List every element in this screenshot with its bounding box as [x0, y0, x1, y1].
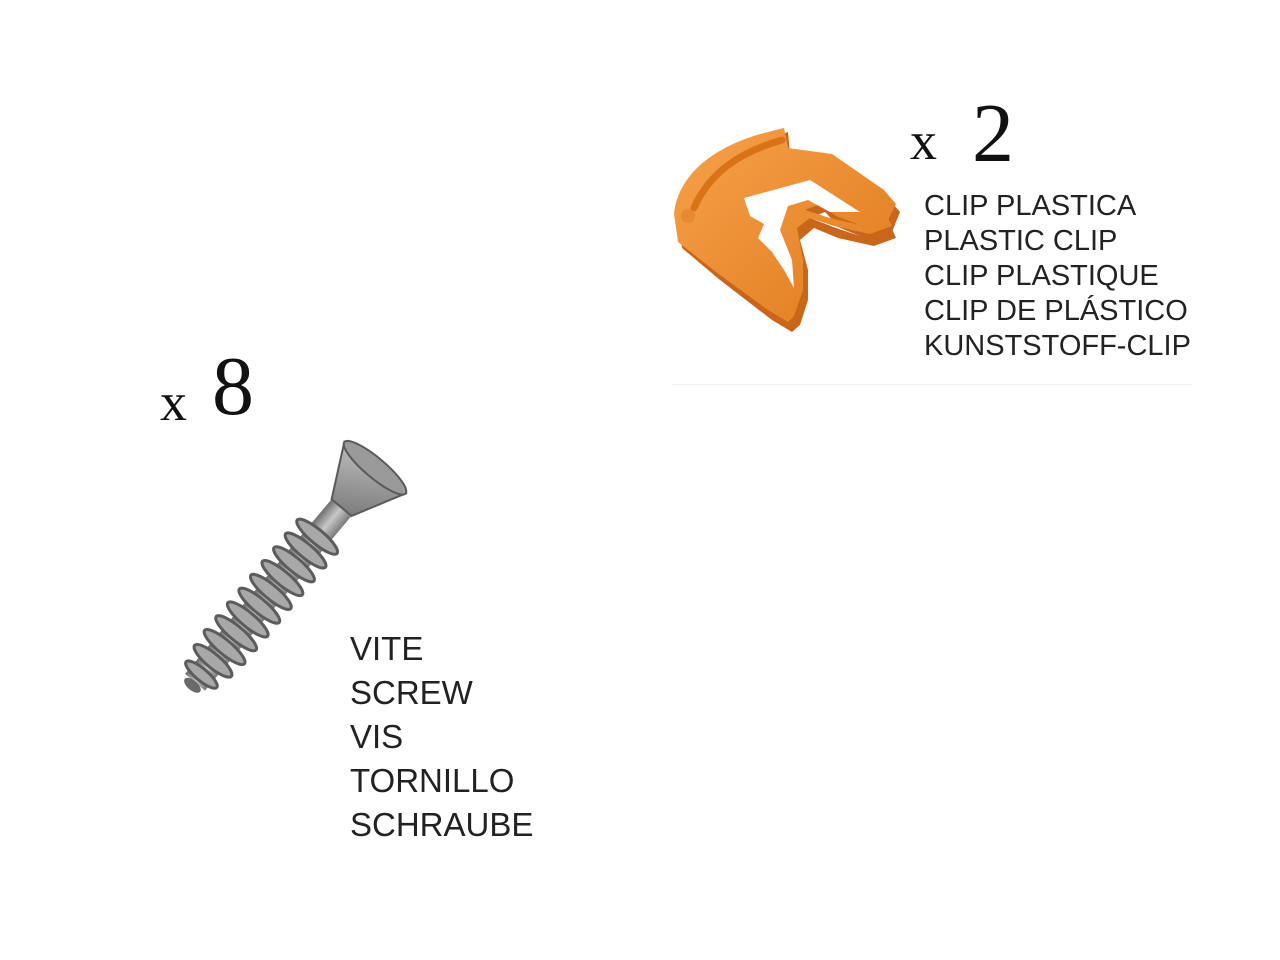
- clip-quantity-prefix: x: [910, 111, 937, 171]
- plastic-clip-icon: [674, 128, 900, 332]
- clip-label-de: KUNSTSTOFF-CLIP: [924, 330, 1191, 362]
- screw-icon: [184, 439, 408, 693]
- clip-quantity-number: 2: [972, 87, 1014, 180]
- clip-labels: CLIP PLASTICA PLASTIC CLIP CLIP PLASTIQU…: [924, 189, 1191, 364]
- screw-label-es: TORNILLO: [350, 762, 515, 799]
- clip-label-en: PLASTIC CLIP: [924, 225, 1118, 257]
- divider: [672, 384, 1192, 385]
- screw-label-en: SCREW: [350, 674, 473, 711]
- screw-quantity-prefix: x: [160, 372, 187, 432]
- screw-label-it: VITE: [350, 630, 424, 667]
- clip-label-fr: CLIP PLASTIQUE: [924, 260, 1159, 292]
- screw-label-fr: VIS: [350, 718, 404, 755]
- screw-quantity-number: 8: [212, 340, 254, 433]
- screw-labels: VITE SCREW VIS TORNILLO SCHRAUBE: [350, 627, 533, 847]
- screw-label-de: SCHRAUBE: [350, 806, 534, 843]
- clip-label-it: CLIP PLASTICA: [924, 190, 1137, 222]
- clip-label-es: CLIP DE PLÁSTICO: [924, 295, 1188, 327]
